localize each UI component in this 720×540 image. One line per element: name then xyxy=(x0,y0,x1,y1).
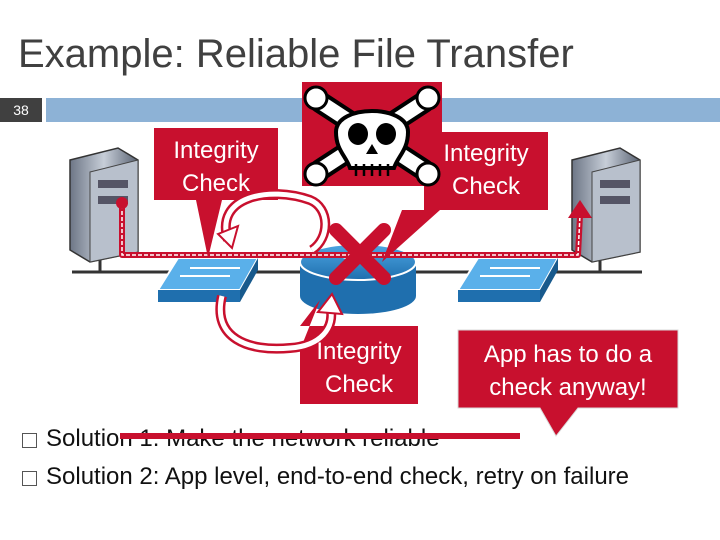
bullet-list: Solution 1: Make the network reliable So… xyxy=(22,420,686,496)
callout-right-label: Integrity Check xyxy=(443,140,529,200)
bullet-item: Solution 1: Make the network reliable xyxy=(22,420,686,458)
bullet-item: Solution 2: App level, end-to-end check,… xyxy=(22,458,686,496)
path-start-dot xyxy=(116,197,128,209)
slide-number: 38 xyxy=(0,98,42,122)
retry-arrow-icon xyxy=(216,189,331,255)
callout-bubble-left xyxy=(154,128,278,258)
strikethrough-line xyxy=(120,433,520,439)
path-end-arrow-icon xyxy=(568,200,592,218)
page-title: Example: Reliable File Transfer xyxy=(18,32,574,76)
server-icon xyxy=(571,147,641,263)
switch-icon xyxy=(156,257,260,302)
callout-left-label: Integrity Check xyxy=(173,137,259,197)
switch-icon xyxy=(456,257,560,302)
callout-bubble-app xyxy=(457,329,679,437)
bullet-box-icon xyxy=(22,471,37,486)
skull-crossbones-icon xyxy=(302,82,442,187)
callout-bottom-label: Integrity Check xyxy=(316,338,402,398)
x-mark-icon xyxy=(329,223,391,285)
callout-app-label: App has to do a check anyway! xyxy=(483,341,653,401)
callout-bubble-right xyxy=(382,132,548,262)
server-icon xyxy=(69,147,139,263)
bullet-box-icon xyxy=(22,433,37,448)
retry-arrow-icon xyxy=(215,292,344,354)
